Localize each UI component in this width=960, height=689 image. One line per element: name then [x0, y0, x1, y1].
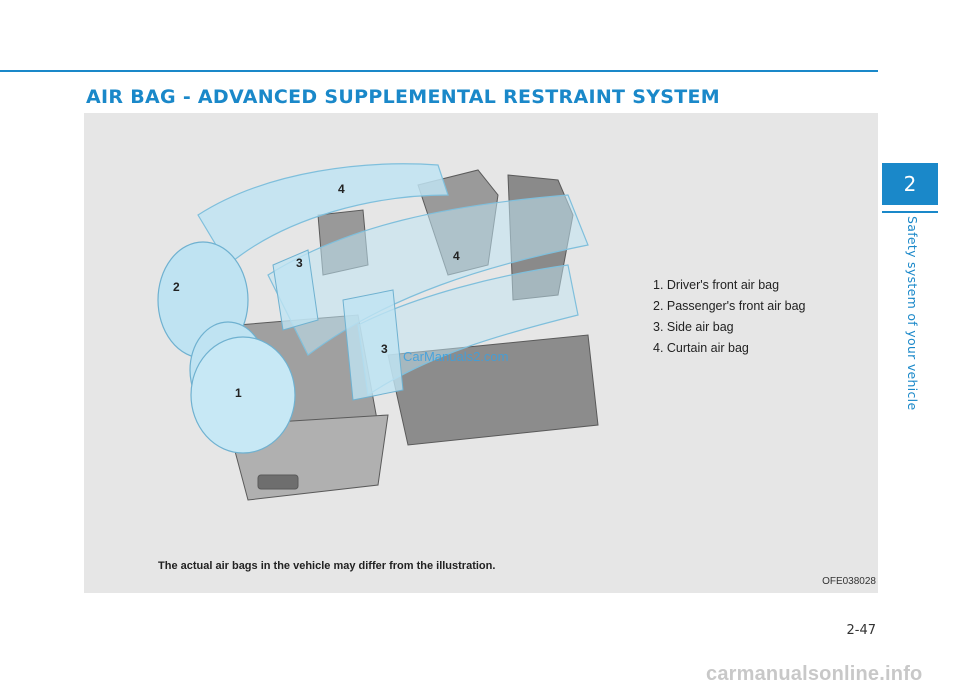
legend-item: 3. Side air bag	[653, 320, 734, 334]
side-airbag-graphic	[272, 249, 404, 401]
callout-label: 1	[235, 386, 242, 400]
legend-item: 1. Driver's front air bag	[653, 278, 780, 292]
callout-label: 3	[381, 342, 388, 356]
chapter-number: 2	[882, 163, 938, 205]
site-watermark[interactable]: carmanualsonline.info	[706, 663, 923, 685]
chapter-label: Safety system of your vehicle	[905, 216, 920, 411]
legend-item: 4. Curtain air bag	[653, 341, 749, 355]
callout-label: 3	[296, 256, 303, 270]
callout-label: 4	[338, 182, 345, 196]
chapter-rule	[882, 211, 938, 213]
callout-label: 2	[173, 280, 180, 294]
figure-caption: The actual air bags in the vehicle may d…	[158, 560, 496, 572]
callout-label: 4	[453, 249, 460, 263]
header-rule	[0, 70, 878, 72]
page-title: AIR BAG - ADVANCED SUPPLEMENTAL RESTRAIN…	[86, 86, 720, 108]
figure-code: OFE038028	[822, 576, 876, 587]
driver-airbag-graphic	[190, 336, 296, 454]
airbag-illustration: 2 1 3 3 4 4	[157, 163, 599, 501]
page-number: 2-47	[846, 623, 876, 638]
legend-item: 2. Passenger's front air bag	[653, 299, 806, 313]
watermark-text: CarManuals2.com	[403, 349, 509, 364]
legend-list: 1. Driver's front air bag 2. Passenger's…	[653, 275, 805, 359]
